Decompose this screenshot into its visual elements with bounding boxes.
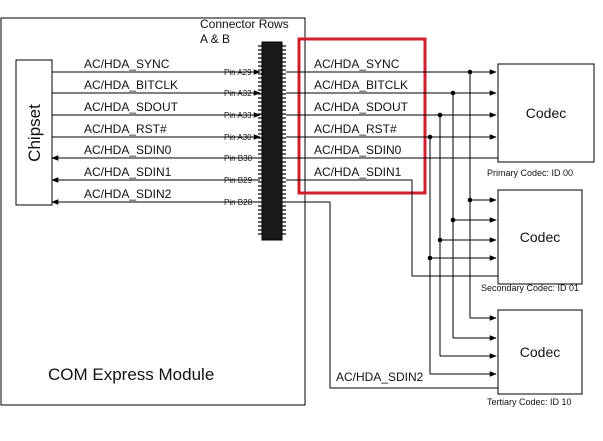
carrier-signal-label: AC/HDA_RST# [314, 122, 397, 136]
codec-label: Codec [520, 229, 560, 245]
carrier-signal-group: AC/HDA_SYNC AC/HDA_BITCLK AC/HDA_SDOUT AC/H… [314, 57, 409, 179]
module-signal: AC/HDA_SYNC Pin A29 [52, 57, 261, 77]
carrier-signal-label: AC/HDA_SDIN1 [314, 165, 402, 179]
carrier-signal: AC/HDA_SDOUT [314, 100, 409, 114]
module-signal: AC/HDA_SDOUT Pin A33 [52, 100, 261, 120]
connector [258, 41, 286, 241]
module-signal: AC/HDA_BITCLK Pin A32 [52, 78, 261, 98]
carrier-signal: AC/HDA_BITCLK [314, 78, 408, 92]
module-signal-label: AC/HDA_SDIN0 [84, 143, 172, 157]
module-signal-label: AC/HDA_SYNC [84, 57, 170, 71]
pin-label: Pin B29 [224, 176, 253, 185]
connector-header-line1: Connector Rows [200, 17, 289, 31]
carrier-signal: AC/HDA_SDIN0 [314, 143, 402, 157]
codec-box [497, 63, 595, 163]
module-signal-label: AC/HDA_SDIN2 [84, 187, 172, 201]
codec-caption: Secondary Codec: ID 01 [481, 283, 579, 293]
carrier-signal-label: AC/HDA_SYNC [314, 57, 400, 71]
bus-wiring [286, 69, 498, 389]
module-signal-label: AC/HDA_RST# [84, 122, 167, 136]
codec-box [497, 189, 583, 285]
module-signal-label: AC/HDA_SDOUT [84, 100, 179, 114]
highlight-box [297, 37, 427, 195]
codec-box [497, 309, 583, 395]
carrier-signal: AC/HDA_SYNC [314, 57, 400, 71]
module-signal-label: AC/HDA_BITCLK [84, 78, 178, 92]
pin-label: Pin A29 [224, 68, 252, 77]
pin-label: Pin A30 [224, 133, 252, 142]
chipset-label: Chipset [25, 104, 44, 162]
chipset-box [15, 59, 53, 206]
carrier-signal-label: AC/HDA_BITCLK [314, 78, 408, 92]
codec-label: Codec [520, 344, 560, 360]
module-signal: AC/HDA_RST# Pin A30 [52, 122, 261, 142]
carrier-signal-label: AC/HDA_SDIN0 [314, 143, 402, 157]
pin-label: Pin B30 [224, 154, 253, 163]
pin-label: Pin B28 [224, 198, 253, 207]
codec-label: Codec [526, 105, 566, 121]
module-label: COM Express Module [48, 365, 214, 384]
connector-body [261, 41, 283, 241]
carrier-signal: AC/HDA_RST# [314, 122, 397, 136]
carrier-signal: AC/HDA_SDIN1 [314, 165, 402, 179]
module-signal-label: AC/HDA_SDIN1 [84, 165, 172, 179]
pin-label: Pin A32 [224, 89, 252, 98]
connector-header-line2: A & B [200, 32, 230, 46]
connector-teeth [258, 45, 286, 235]
pin-label: Pin A33 [224, 111, 252, 120]
codec-caption: Tertiary Codec: ID 10 [487, 397, 572, 407]
codec-caption: Primary Codec: ID 00 [487, 168, 573, 178]
carrier-signal-label: AC/HDA_SDOUT [314, 100, 409, 114]
sdin2-carrier-label: AC/HDA_SDIN2 [336, 370, 424, 384]
